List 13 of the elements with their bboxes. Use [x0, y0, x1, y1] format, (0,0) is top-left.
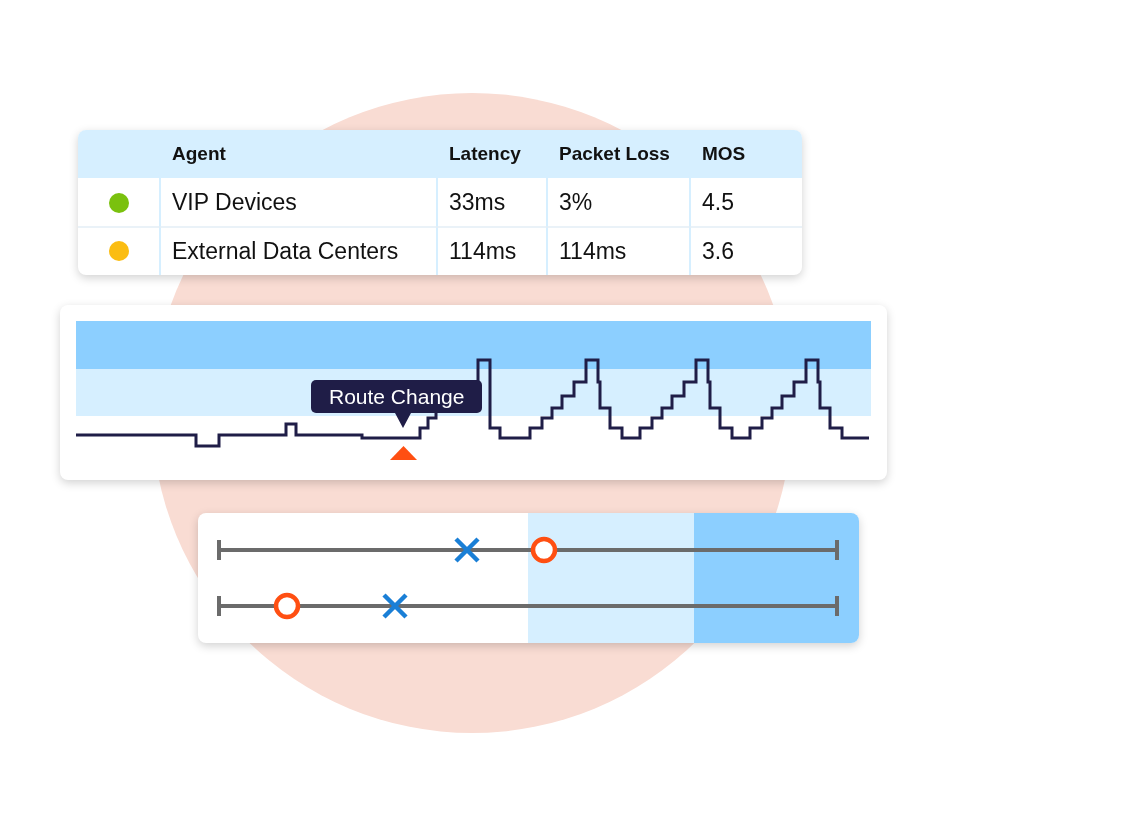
table-cell-text: 3% [558, 188, 594, 217]
table-cell-text: VIP Devices [171, 188, 298, 217]
table-cell-text: 33ms [448, 188, 507, 217]
table-cell-text: 114ms [558, 236, 628, 266]
tooltip: Route Change [311, 380, 483, 413]
table-cell-text: 3.6 [701, 236, 735, 266]
column-header: MOS [701, 142, 747, 166]
column-header: Latency [448, 142, 522, 166]
column-header: Packet Loss [558, 142, 671, 166]
table-cell-text: 4.5 [701, 188, 735, 217]
table-cell-text: External Data Centers [171, 236, 400, 266]
column-header: Agent [171, 142, 227, 166]
table-cell-text: 114ms [448, 236, 518, 266]
